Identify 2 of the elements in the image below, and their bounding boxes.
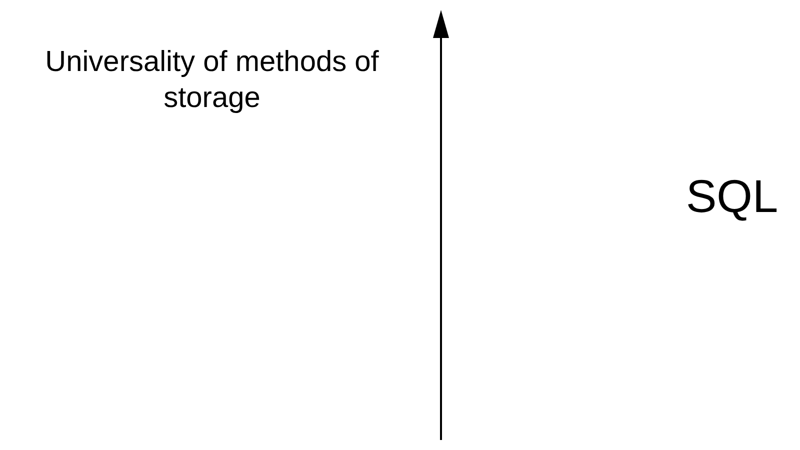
- axis-label: Universality of methods of storage: [44, 45, 380, 116]
- category-label: SQL: [686, 169, 780, 224]
